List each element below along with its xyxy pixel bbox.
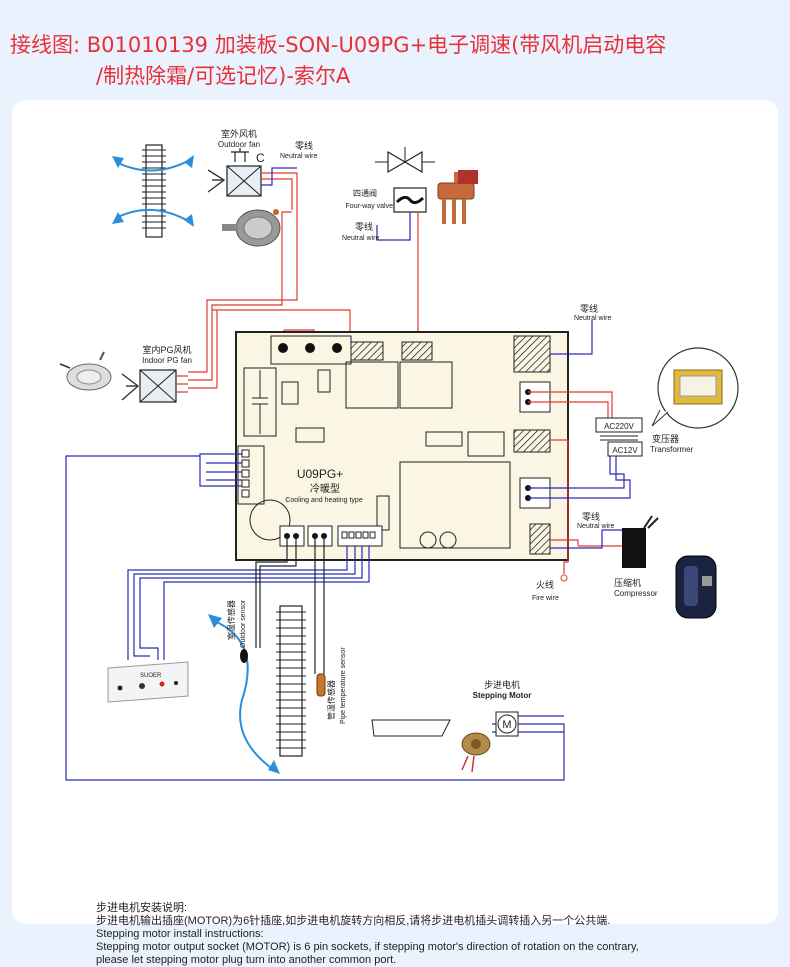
- compressor-label-en: Compressor: [614, 589, 658, 598]
- outdoor-fan-label-en: Outdoor fan: [218, 140, 260, 149]
- indoor-fan-label-en: Indoor PG fan: [142, 356, 192, 365]
- page-title: 接线图: B01010139 加装板-SON-U09PG+电子调速(带风机启动电…: [10, 30, 780, 92]
- wired-display-panel: SUOER: [107, 661, 189, 703]
- neutral-label-en-2: Neutral wire: [342, 235, 379, 242]
- outdoor-heat-exchanger: [112, 144, 194, 238]
- sensor-wires: [255, 536, 325, 674]
- outdoor-fan-wires: [261, 172, 298, 210]
- fire-label-cn: 火线: [536, 579, 554, 590]
- neutral-label-cn-2: 零线: [355, 221, 373, 232]
- diagram-card: 室外风机 Outdoor fan C 零线 Neutral wire 四通阀 F…: [12, 100, 778, 966]
- board-type-en: Cooling and heating type: [285, 497, 363, 504]
- four-way-label-en: Four-way valve: [346, 203, 394, 210]
- ac220-label: AC220V: [604, 422, 634, 431]
- installation-notes: 步进电机安装说明: 步进电机输出插座(MOTOR)为6针插座,如步进电机旋转方向…: [96, 902, 776, 967]
- title-line-2: /制热除霜/可选记忆)-索尔A: [96, 64, 351, 88]
- indoor-pg-fan: 室内PG风机 Indoor PG fan: [59, 344, 192, 403]
- outdoor-fan: 室外风机 Outdoor fan C: [207, 128, 281, 247]
- title-line-1: 接线图: B01010139 加装板-SON-U09PG+电子调速(带风机启动电…: [10, 33, 667, 57]
- outdoor-fan-motor: [222, 209, 281, 247]
- stepping-label-cn: 步进电机: [484, 679, 520, 690]
- indoor-fan-label-cn: 室内PG风机: [142, 344, 191, 355]
- neutral-label-en-1: Neutral wire: [280, 153, 317, 160]
- transformer-label-en: Transformer: [650, 445, 694, 454]
- four-way-valve-photo: [437, 170, 478, 224]
- outdoor-fan-label-cn: 室外风机: [221, 128, 257, 139]
- motor-symbol: M: [502, 719, 511, 731]
- right-side-wires: [528, 320, 631, 574]
- room-temperature-sensor: 室温传感器 Outdoor sensor: [226, 599, 248, 663]
- wiring-diagram: 室外风机 Outdoor fan C 零线 Neutral wire 四通阀 F…: [59, 128, 739, 781]
- notes-en-body-1: Stepping motor output socket (MOTOR) is …: [96, 941, 639, 953]
- board-type-cn: 冷暖型: [310, 482, 340, 495]
- neutral-label-cn-3: 零线: [580, 303, 598, 314]
- fan-capacitor-symbol: C: [256, 151, 265, 165]
- pipe-sensor-label-en: Pipe temperature sensor: [340, 647, 347, 724]
- four-way-valve: 四通阀 Four-way valve: [346, 147, 478, 224]
- compressor: 零线 Neutral wire 压缩机 Compressor: [577, 511, 717, 619]
- neutral-label-cn-4: 零线: [582, 511, 600, 522]
- four-way-label-cn: 四通阀: [353, 188, 377, 198]
- stepping-label-en: Stepping Motor: [473, 691, 532, 700]
- neutral-label-en-4: Neutral wire: [577, 523, 614, 530]
- board-model: U09PG+: [297, 467, 343, 481]
- transformer-label-cn: 变压器: [652, 433, 679, 444]
- compressor-label-cn: 压缩机: [614, 577, 641, 588]
- neutral-label-en-3: Neutral wire: [574, 315, 611, 322]
- ac12-label: AC12V: [612, 446, 638, 455]
- notes-en-body-2: please let stepping motor plug turn into…: [96, 954, 397, 966]
- room-sensor-label-en: Outdoor sensor: [240, 599, 247, 648]
- notes-cn-title: 步进电机安装说明:: [96, 902, 188, 914]
- neutral-label-cn-1: 零线: [295, 140, 313, 151]
- pipe-sensor-label-cn: 管温传感器: [326, 680, 336, 720]
- control-board: U09PG+ 冷暖型 Cooling and heating type: [235, 331, 569, 561]
- room-sensor-label-cn: 室温传感器: [226, 600, 236, 640]
- stepping-motor: 步进电机 Stepping Motor M: [371, 679, 532, 773]
- indoor-coil: [208, 605, 306, 774]
- fire-label-en: Fire wire: [532, 595, 559, 602]
- pipe-temperature-sensor: 管温传感器 Pipe temperature sensor: [316, 647, 347, 724]
- notes-en-title: Stepping motor install instructions:: [96, 928, 264, 940]
- display-brand: SUOER: [140, 673, 162, 679]
- notes-cn-body: 步进电机输出插座(MOTOR)为6针插座,如步进电机旋转方向相反,请将步进电机插…: [96, 915, 611, 927]
- transformer: AC220V AC12V 变压器 Transformer: [595, 347, 739, 457]
